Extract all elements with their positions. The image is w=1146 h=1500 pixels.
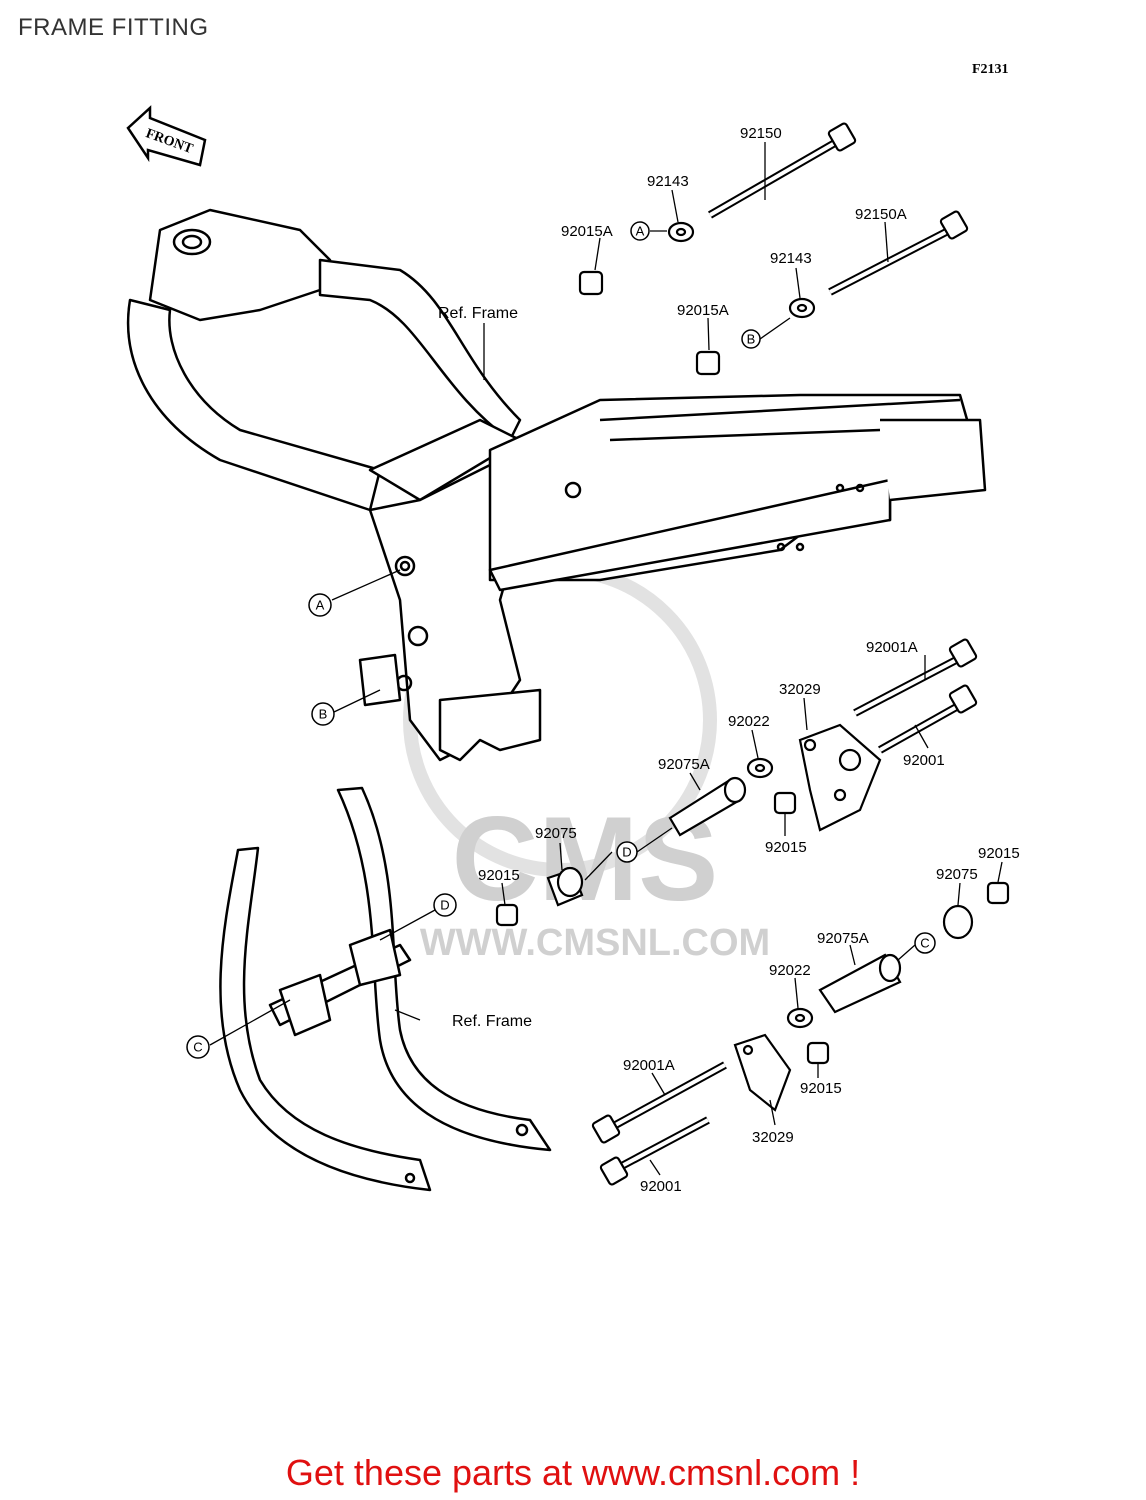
main-frame: [126, 208, 987, 762]
front-arrow-icon: FRONT: [126, 105, 207, 167]
part-label-32029: 32029: [752, 1129, 794, 1146]
callout-letter: B: [747, 332, 756, 347]
part-label-92001: 92001: [640, 1178, 682, 1195]
part-labels: 92150 92143 92015A 92150A 92143 92015A 9…: [478, 125, 1020, 1195]
callout-letter: B: [319, 707, 328, 722]
part-label-92075a: 92075A: [658, 756, 710, 773]
callout-b-frame: [311, 702, 335, 726]
part-label-92015: 92015: [800, 1080, 842, 1097]
watermark-url: WWW.CMSNL.COM: [420, 922, 770, 964]
part-label-92022: 92022: [769, 962, 811, 979]
part-label-92015: 92015: [478, 867, 520, 884]
part-label-92015: 92015: [978, 845, 1020, 862]
callout-letter: C: [920, 936, 929, 951]
buy-parts-link[interactable]: Get these parts at www.cmsnl.com !: [285, 1452, 861, 1493]
part-label-92075a: 92075A: [817, 930, 869, 947]
callout-letter: A: [636, 224, 645, 239]
callout-a-frame: [308, 593, 332, 617]
callout-letters: A B A B D D C C: [193, 224, 929, 1055]
part-label-92150a: 92150A: [855, 206, 907, 223]
part-label-92015a: 92015A: [677, 302, 729, 319]
lower-frame: [219, 786, 552, 1192]
callout-d-frame: [433, 893, 457, 917]
ref-frame-label: Ref. Frame: [438, 305, 518, 322]
callout-letter: D: [440, 898, 449, 913]
part-label-92015a: 92015A: [561, 223, 613, 240]
leader-lines: [209, 142, 1003, 1176]
part-label-92001a: 92001A: [866, 639, 918, 656]
callout-b-top: [741, 329, 761, 349]
part-label-92001: 92001: [903, 752, 945, 769]
callout-letter: A: [316, 598, 325, 613]
callout-c-mount: [914, 932, 936, 954]
ref-frame-label: Ref. Frame: [452, 1013, 532, 1030]
callout-letter: C: [193, 1040, 202, 1055]
callout-d-mount: [616, 841, 638, 863]
part-label-92001a: 92001A: [623, 1057, 675, 1074]
part-label-92075: 92075: [936, 866, 978, 883]
diagram-code: F2131: [972, 62, 1009, 77]
part-label-92143: 92143: [647, 173, 689, 190]
callout-a-top: [630, 221, 650, 241]
part-label-92015: 92015: [765, 839, 807, 856]
part-label-92022: 92022: [728, 713, 770, 730]
callout-letter: D: [622, 845, 631, 860]
callout-c-frame: [186, 1035, 210, 1059]
part-label-92075: 92075: [535, 825, 577, 842]
page-title: FRAME FITTING: [18, 14, 209, 41]
fasteners: [495, 122, 1010, 1186]
part-label-92150: 92150: [740, 125, 782, 142]
part-label-32029: 32029: [779, 681, 821, 698]
callout-circles: [186, 221, 936, 1059]
part-label-92143: 92143: [770, 250, 812, 267]
